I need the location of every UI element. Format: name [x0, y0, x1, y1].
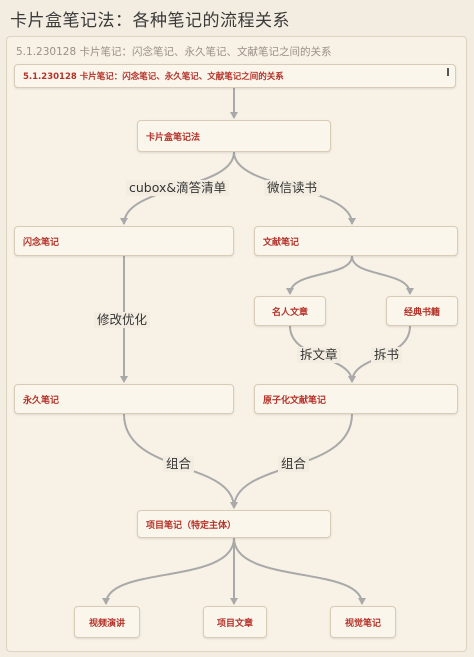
- classic-book-node[interactable]: 经典书籍: [386, 296, 458, 326]
- edge-project-to-visual: [233, 537, 366, 605]
- edge-label-cubox: cubox&滴答清单: [126, 180, 230, 196]
- atomic-literature-label: 原子化文献笔记: [263, 395, 327, 406]
- card-subtitle: 5.1.230128 卡片笔记：闪念笔记、永久笔记、文献笔记之间的关系: [16, 46, 332, 58]
- edge-literature-to-classic: [351, 255, 414, 295]
- atomic-literature-node[interactable]: 原子化文献笔记: [254, 384, 458, 414]
- edge-project-to-video: [102, 537, 235, 605]
- root-node[interactable]: 5.1.230128 卡片笔记：闪念笔记、永久笔记、文献笔记之间的关系: [14, 64, 456, 88]
- scrollbar-handle: [447, 68, 449, 76]
- video-talk-label: 视频演讲: [88, 618, 125, 629]
- project-note-label: 项目笔记（特定主体）: [146, 520, 237, 531]
- method-node-label: 卡片盒笔记法: [146, 132, 201, 143]
- root-node-label: 5.1.230128 卡片笔记：闪念笔记、永久笔记、文献笔记之间的关系: [23, 72, 284, 82]
- visual-note-node[interactable]: 视觉笔记: [330, 606, 396, 638]
- permanent-note-label: 永久笔记: [23, 395, 60, 406]
- literature-note-node[interactable]: 文献笔记: [254, 226, 458, 256]
- edge-label-combine-right: 组合: [278, 456, 310, 472]
- project-note-node[interactable]: 项目笔记（特定主体）: [137, 510, 331, 538]
- permanent-note-node[interactable]: 永久笔记: [14, 384, 234, 414]
- video-talk-node[interactable]: 视频演讲: [74, 606, 140, 638]
- literature-note-label: 文献笔记: [263, 237, 300, 248]
- famous-article-label: 名人文章: [271, 307, 308, 318]
- classic-book-label: 经典书籍: [403, 307, 440, 318]
- page-title: 卡片盒笔记法：各种笔记的流程关系: [10, 11, 290, 31]
- project-article-node[interactable]: 项目文章: [203, 606, 267, 638]
- edge-label-weread: 微信读书: [264, 180, 321, 196]
- fleeting-note-node[interactable]: 闪念笔记: [14, 226, 234, 256]
- visual-note-label: 视觉笔记: [344, 618, 381, 629]
- edge-label-split-book: 拆书: [371, 347, 403, 363]
- project-article-label: 项目文章: [216, 618, 253, 629]
- edge-label-combine-left: 组合: [163, 456, 195, 472]
- edge-literature-to-famous: [286, 255, 353, 295]
- edge-label-split-article: 拆文章: [297, 347, 341, 363]
- method-node[interactable]: 卡片盒笔记法: [137, 120, 331, 152]
- famous-article-node[interactable]: 名人文章: [254, 296, 326, 326]
- fleeting-note-label: 闪念笔记: [23, 237, 60, 248]
- edge-label-refine: 修改优化: [94, 312, 151, 328]
